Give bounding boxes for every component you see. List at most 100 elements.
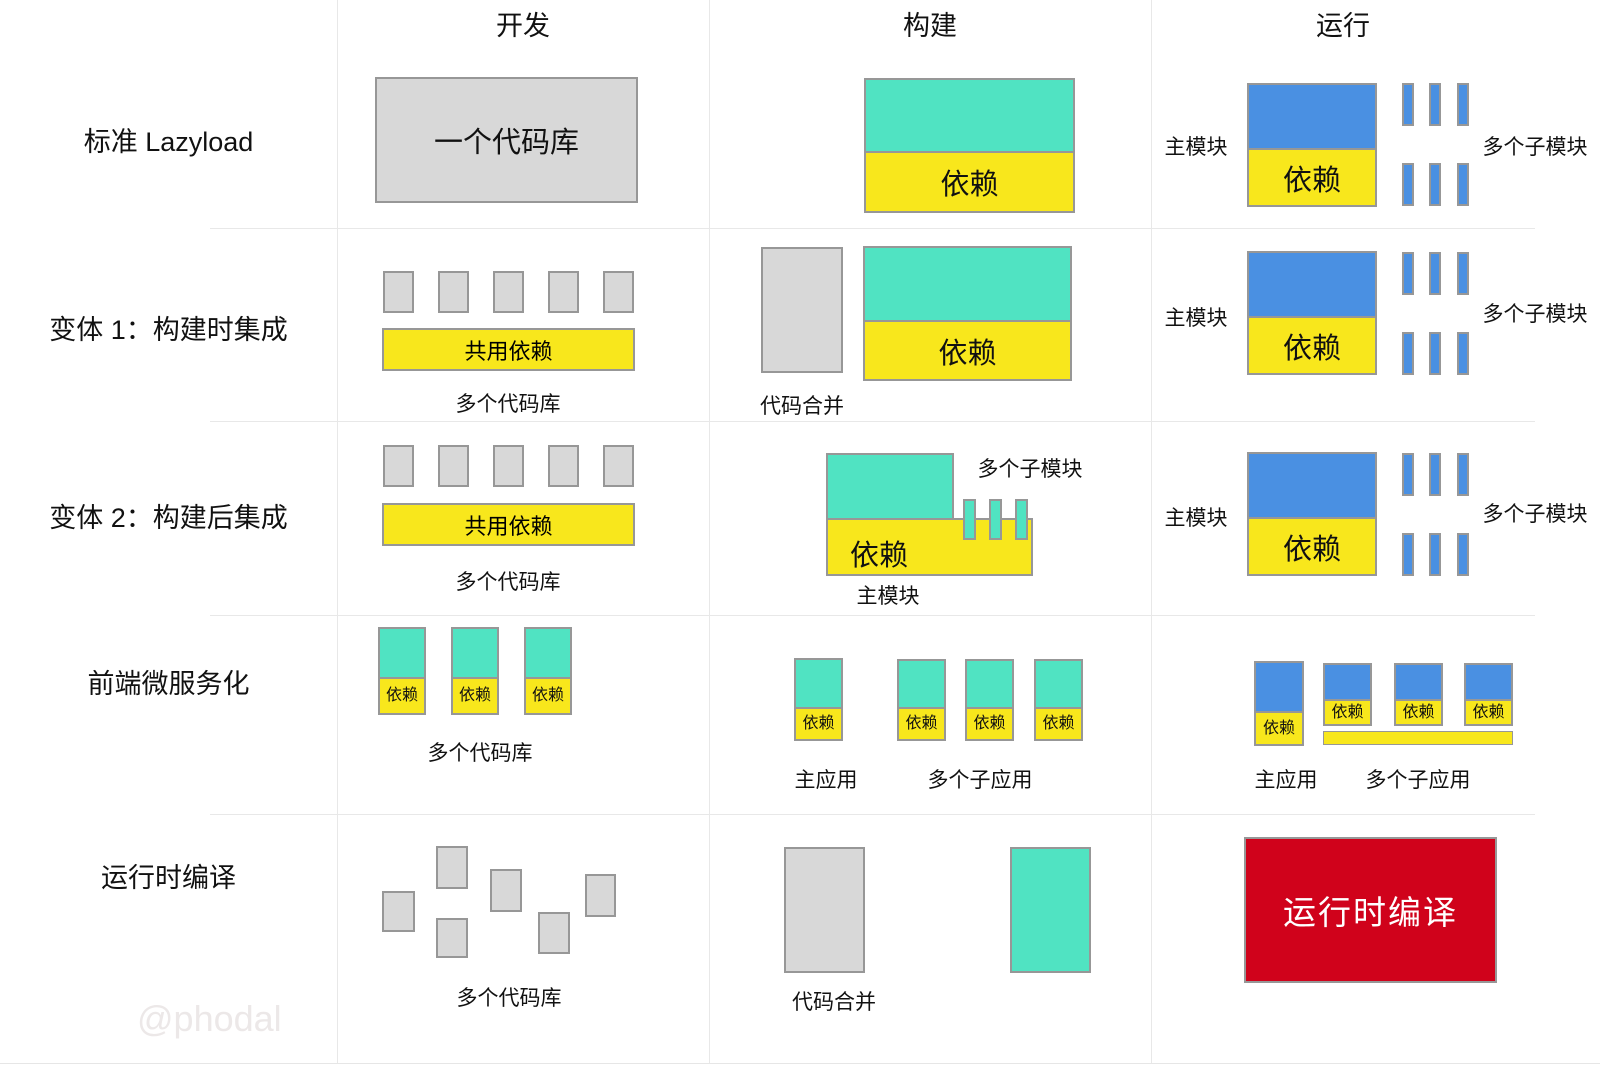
column-header-build: 构建	[903, 11, 957, 41]
r3-build-main-app-box	[826, 453, 954, 520]
watermark: @phodal	[137, 998, 282, 1039]
r4-build-dependency-segment: 依赖	[796, 709, 841, 739]
r4-run-dependency-segment: 依赖	[1256, 713, 1302, 744]
r1-build-app-segment	[866, 80, 1073, 153]
column-divider-1	[337, 0, 338, 1063]
r2-dev-repo-box	[493, 271, 524, 313]
r4-build-app-segment	[1036, 661, 1081, 709]
r3-build-submodule-bar	[989, 499, 1002, 540]
r4-build-sub-apps-caption: 多个子应用	[927, 769, 1033, 792]
r2-build-merged-code-box	[761, 247, 843, 373]
column-header-dev: 开发	[496, 11, 550, 41]
r4-run-sub-app-box: 依赖	[1394, 663, 1443, 726]
dependency-label: 依赖	[1282, 164, 1341, 197]
r5-dev-repo-box	[436, 918, 468, 958]
r4-dev-service-box: 依赖	[524, 627, 572, 715]
r3-build-submodules-label: 多个子模块	[977, 458, 1083, 481]
column-divider-2	[709, 0, 710, 1063]
r3-dev-shared-dependency-bar: 共用依赖	[382, 503, 635, 546]
r3-run-submodule-bar	[1402, 453, 1414, 496]
dependency-label: 依赖	[1331, 703, 1364, 721]
r1-run-submodule-bar	[1402, 163, 1414, 206]
r5-dev-caption: 多个代码库	[456, 987, 562, 1010]
r4-run-app-segment	[1396, 665, 1441, 701]
r3-dev-repo-box	[493, 445, 524, 487]
r3-build-main-module-caption: 主模块	[856, 585, 920, 608]
r1-run-submodule-bar	[1457, 163, 1469, 206]
r4-build-app-segment	[796, 660, 841, 709]
r4-build-dependency-segment: 依赖	[1036, 709, 1081, 739]
r4-run-dependency-segment: 依赖	[1466, 701, 1511, 724]
column-header-run: 运行	[1316, 11, 1370, 41]
r1-build-bundle-box: 依赖	[864, 78, 1075, 213]
r1-run-submodules-label: 多个子模块	[1482, 136, 1588, 159]
column-divider-3	[1151, 0, 1152, 1063]
row-label-variant-1: 变体 1：构建时集成	[49, 315, 288, 345]
r4-dev-service-box: 依赖	[378, 627, 426, 715]
r4-run-app-segment	[1325, 665, 1370, 701]
dependency-label: 依赖	[531, 687, 564, 704]
dependency-label: 依赖	[1282, 332, 1341, 365]
row-divider-1	[210, 228, 1535, 229]
r4-build-sub-app-box: 依赖	[1034, 659, 1083, 741]
r5-dev-repo-box	[436, 846, 468, 889]
r2-dev-repo-box	[603, 271, 634, 313]
r4-dev-service-box: 依赖	[451, 627, 499, 715]
r4-dev-dependency-segment: 依赖	[380, 679, 424, 713]
row-divider-3	[210, 615, 1535, 616]
r2-run-dependency-segment: 依赖	[1249, 318, 1375, 373]
dependency-label: 依赖	[973, 715, 1006, 732]
r1-run-dependency-segment: 依赖	[1249, 150, 1375, 205]
r4-dev-app-segment	[453, 629, 497, 679]
row-label-micro-frontend: 前端微服务化	[87, 669, 250, 699]
r4-build-main-app-box: 依赖	[794, 658, 843, 741]
r4-run-app-segment	[1256, 663, 1302, 713]
r3-run-main-module-label: 主模块	[1164, 507, 1228, 530]
r4-run-dependency-segment: 依赖	[1396, 701, 1441, 724]
bottom-divider	[0, 1063, 1600, 1064]
r3-run-main-module-box: 依赖	[1247, 452, 1377, 576]
runtime-compile-label: 运行时编译	[1283, 894, 1458, 931]
dependency-label: 依赖	[850, 540, 909, 572]
r3-run-main-segment	[1249, 454, 1375, 519]
r1-run-submodule-bar	[1429, 163, 1441, 206]
dependency-label: 依赖	[1042, 715, 1075, 732]
r2-run-submodule-bar	[1429, 252, 1441, 295]
r3-dev-repo-box	[548, 445, 579, 487]
r3-dev-repo-box	[383, 445, 414, 487]
dependency-label: 依赖	[940, 169, 999, 201]
r2-dev-repo-box	[438, 271, 469, 313]
r3-run-submodule-bar	[1429, 453, 1441, 496]
r4-build-sub-app-box: 依赖	[897, 659, 946, 741]
one-codebase-label: 一个代码库	[433, 127, 579, 159]
row-label-variant-2: 变体 2：构建后集成	[49, 503, 288, 533]
r2-run-submodule-bar	[1429, 332, 1441, 375]
shared-dependency-label: 共用依赖	[464, 338, 553, 364]
r4-run-main-app-caption: 主应用	[1254, 769, 1318, 792]
r5-dev-repo-box	[490, 869, 522, 912]
r3-run-submodule-bar	[1457, 453, 1469, 496]
dependency-label: 依赖	[385, 687, 418, 704]
r2-run-submodule-bar	[1457, 332, 1469, 375]
r2-run-submodule-bar	[1457, 252, 1469, 295]
r1-dev-single-codebase-box: 一个代码库	[375, 77, 638, 203]
r4-dev-app-segment	[526, 629, 570, 679]
r3-run-submodule-bar	[1402, 533, 1414, 576]
r2-run-main-module-box: 依赖	[1247, 251, 1377, 375]
r4-run-dependency-segment: 依赖	[1325, 701, 1370, 724]
r5-run-runtime-compile-box: 运行时编译	[1244, 837, 1497, 983]
r3-run-submodules-label: 多个子模块	[1482, 503, 1588, 526]
r2-dev-repo-box	[383, 271, 414, 313]
r4-run-sub-app-box: 依赖	[1323, 663, 1372, 726]
r2-build-app-segment	[865, 248, 1070, 322]
dependency-label: 依赖	[458, 687, 491, 704]
r1-run-submodule-bar	[1429, 83, 1441, 126]
r1-run-main-module-label: 主模块	[1164, 136, 1228, 159]
dependency-label: 依赖	[802, 715, 835, 732]
dependency-label: 依赖	[1402, 703, 1435, 721]
r4-run-sub-app-box: 依赖	[1464, 663, 1513, 726]
r1-build-dependency-segment: 依赖	[866, 153, 1073, 211]
r2-build-caption: 代码合并	[760, 395, 844, 418]
r4-dev-app-segment	[380, 629, 424, 679]
r4-build-app-segment	[899, 661, 944, 709]
